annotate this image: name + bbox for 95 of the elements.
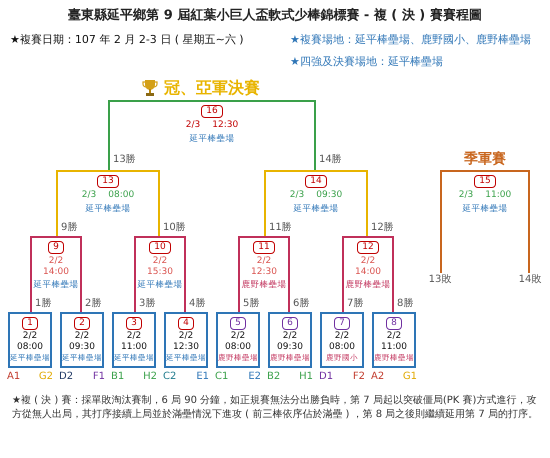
team-label: C2 (163, 371, 176, 382)
game-number: 3 (126, 316, 142, 330)
match-time: 08:00 (17, 342, 43, 352)
heading-text: 季軍賽 (464, 150, 506, 168)
team-label: B1 (111, 371, 124, 382)
match-time: 12:30 (173, 342, 199, 352)
edge-label: 7勝 (347, 296, 364, 310)
game-number: 5 (230, 316, 246, 330)
match-date: 2/2 (360, 256, 376, 266)
venue-name: 延平棒壘場 (138, 279, 182, 292)
edge-label: 1勝 (35, 296, 52, 310)
match-time: 08:00 (108, 190, 134, 200)
match-date: 2/2 (256, 256, 272, 266)
edge-label: 8勝 (397, 296, 414, 310)
game-number: 6 (282, 316, 298, 330)
game-number: 2 (74, 316, 90, 330)
team-label: D2 (59, 371, 74, 382)
match-date: 2/3 (186, 120, 200, 130)
venue-name: 延平棒壘場 (294, 202, 338, 215)
info-text: ★複賽日期：107 年 2 月 2-3 日 ( 星期五~六 ) (10, 32, 245, 48)
team-label: G2 (38, 371, 53, 382)
game-number: 13 (97, 175, 119, 188)
edge-label: 3勝 (139, 296, 156, 310)
match-date: 2/2 (334, 330, 350, 341)
venue-name: 延平棒壘場 (190, 132, 234, 145)
match-time: 14:00 (355, 267, 381, 278)
team-label: D1 (319, 371, 334, 382)
match-date: 2/2 (48, 256, 64, 266)
match-date: 2/3 (82, 190, 96, 200)
match-date: 2/2 (230, 330, 246, 341)
venue-name: 延平棒壘場 (462, 202, 508, 215)
match-date: 2/3 (290, 190, 304, 200)
match-time: 12:30 (212, 120, 238, 130)
match-date: 2/2 (74, 330, 90, 341)
match-date: 2/2 (178, 330, 194, 341)
match-time: 11:00 (381, 342, 407, 352)
result-label: 14敗 (510, 272, 550, 286)
edge-label: 4勝 (189, 296, 206, 310)
game-number: 8 (386, 316, 402, 330)
team-label: A1 (7, 371, 20, 382)
game-number: 10 (149, 240, 171, 254)
heading-text: 冠、亞軍決賽 (164, 78, 260, 98)
title: 臺東縣延平鄉第 9 屆紅葉小巨人盃軟式少棒錦標賽 - 複 ( 決 ) 賽賽程圖 (67, 6, 483, 24)
match-date: 2/2 (22, 330, 38, 341)
game-number: 16 (201, 105, 223, 118)
match-time: 09:30 (69, 342, 95, 352)
edge-label: 11勝 (269, 220, 292, 234)
edge-label: 6勝 (293, 296, 310, 310)
team-label: H2 (143, 371, 157, 382)
match-date: 2/2 (152, 256, 168, 266)
edge-label: 13勝 (113, 152, 136, 166)
venue-name: 延平棒壘場 (34, 279, 78, 292)
venue-name: 鹿野棒壘場 (242, 279, 286, 292)
edge-label: 2勝 (85, 296, 102, 310)
game-number: 11 (253, 240, 275, 254)
game-number: 4 (178, 316, 194, 330)
match-time: 11:00 (121, 342, 147, 352)
team-label: A2 (371, 371, 384, 382)
result-label: 13敗 (420, 272, 460, 286)
match-time: 15:30 (147, 267, 173, 278)
match-time: 08:00 (329, 342, 355, 352)
match-date: 2/3 (458, 190, 474, 200)
venue-name: 鹿野棒壘場 (346, 279, 390, 292)
edge-label: 5勝 (243, 296, 260, 310)
team-label: E1 (196, 371, 209, 382)
team-label: F1 (92, 371, 105, 382)
edge-label: 9勝 (61, 220, 78, 234)
team-label: C1 (215, 371, 228, 382)
team-label: H1 (299, 371, 313, 382)
match-time: 09:30 (316, 190, 342, 200)
edge-label: 12勝 (371, 220, 394, 234)
match-date: 2/2 (126, 330, 142, 341)
game-number: 7 (334, 316, 350, 330)
edge-label: 14勝 (319, 152, 342, 166)
team-label: G1 (402, 371, 417, 382)
match-time: 11:00 (485, 190, 512, 200)
team-label: F2 (352, 371, 365, 382)
info-text: ★複賽場地：延平棒壘場、鹿野國小、鹿野棒壘場 (290, 32, 532, 48)
game-number: 15 (474, 175, 496, 188)
game-number: 9 (48, 240, 64, 254)
match-time: 08:00 (225, 342, 251, 352)
info-text: ★四強及決賽場地：延平棒壘場 (290, 54, 444, 70)
game-number: 12 (357, 240, 379, 254)
game-number: 14 (305, 175, 327, 188)
match-time: 09:30 (277, 342, 303, 352)
note-text: ★複 ( 決 ) 賽：採單敗淘汰賽制，6 局 90 分鐘，如正規賽無法分出勝負時，第 7 局起以突破僵局(PK 賽)方式進行，攻方從無人出局，其打序接續上局並於滿壘情況下進攻 ( 前三棒依序佔於滿壘 ) ，第 8 局之後則繼續延用第 7 局的打序。 (12, 394, 538, 422)
team-label: B2 (267, 371, 280, 382)
edge-label: 10勝 (163, 220, 186, 234)
venue-name: 延平棒壘場 (86, 202, 130, 215)
match-date: 2/2 (386, 330, 402, 341)
team-label: E2 (248, 371, 261, 382)
match-time: 14:00 (43, 267, 69, 278)
match-time: 12:30 (251, 267, 277, 278)
match-date: 2/2 (282, 330, 298, 341)
game-number: 1 (22, 316, 38, 330)
